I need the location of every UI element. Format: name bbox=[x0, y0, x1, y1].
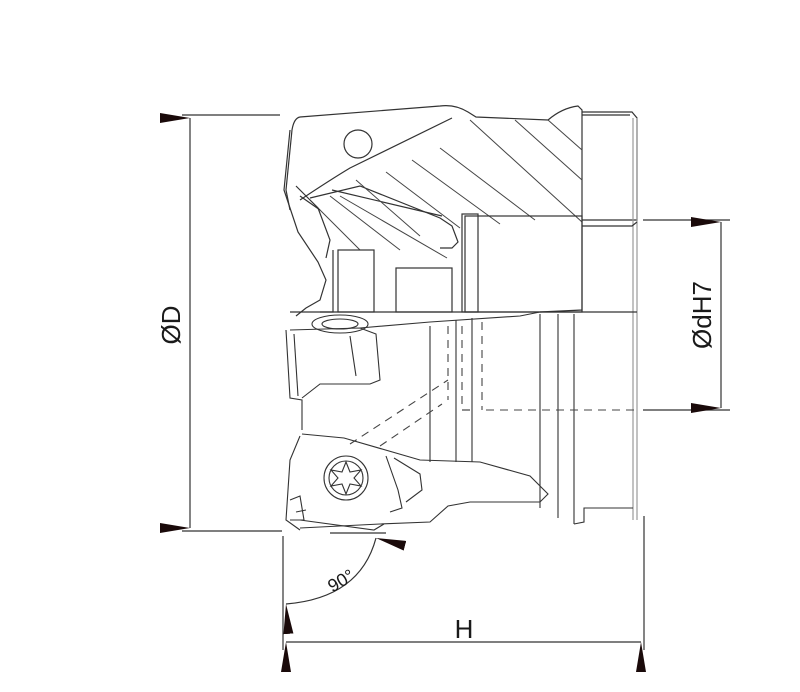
dimension-od bbox=[160, 113, 282, 533]
cutter-lower-body bbox=[285, 311, 637, 531]
height-label: H bbox=[455, 614, 474, 644]
od-label: ØD bbox=[156, 306, 186, 345]
bore-label: ØdH7 bbox=[687, 281, 717, 349]
angle-label: 90° bbox=[324, 565, 358, 596]
cutter-body bbox=[283, 105, 638, 520]
section-hatching bbox=[315, 119, 583, 259]
dimension-bore bbox=[643, 217, 730, 413]
dimension-height bbox=[281, 516, 646, 672]
dimension-angle bbox=[283, 532, 407, 635]
